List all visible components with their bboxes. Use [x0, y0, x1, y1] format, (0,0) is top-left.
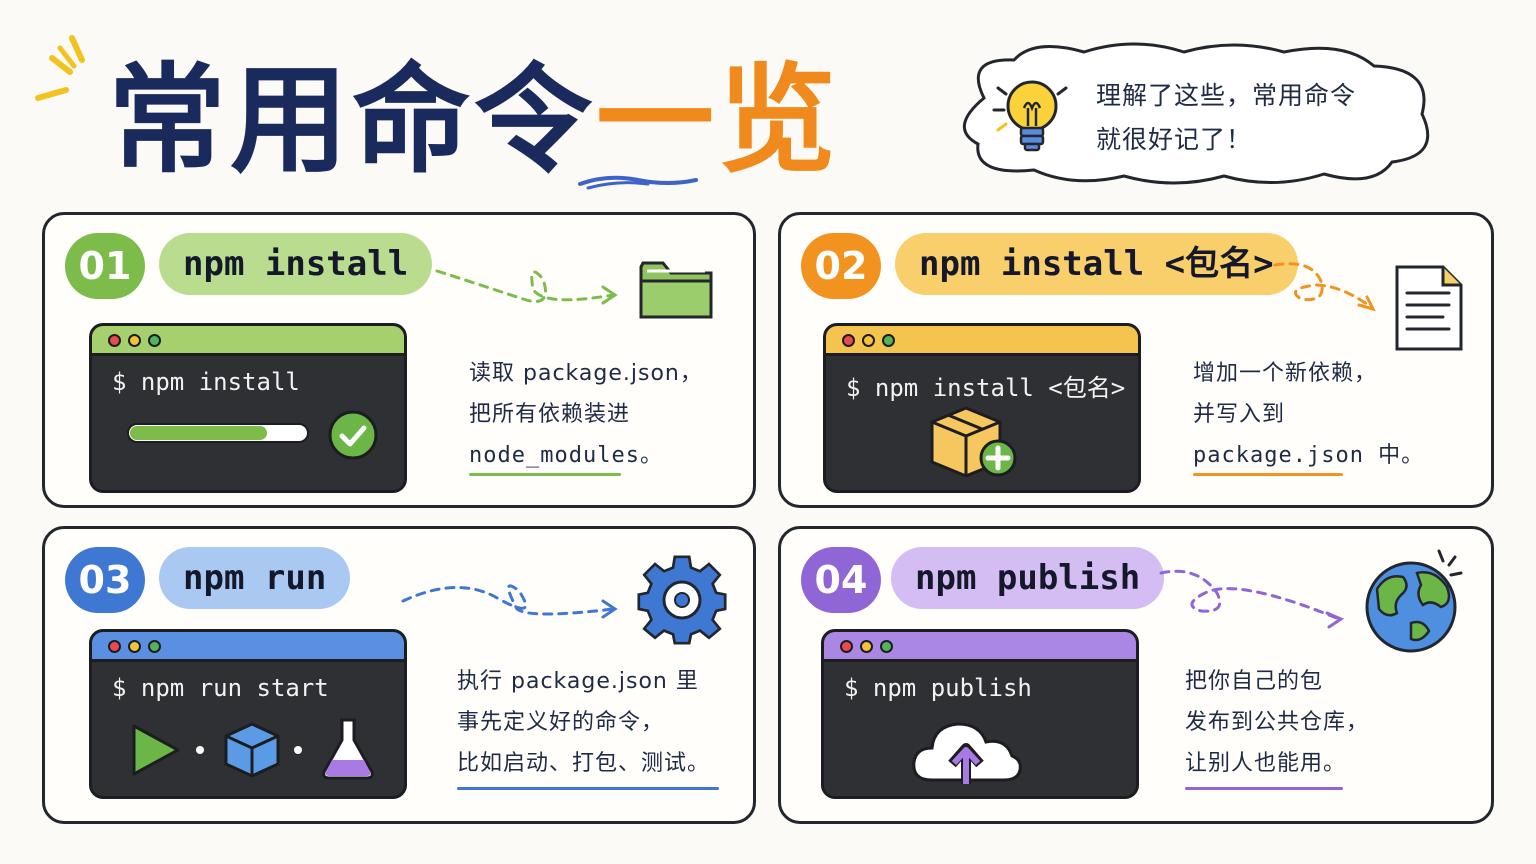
play-icon — [132, 724, 180, 776]
page-title: 常用命令一览 — [108, 51, 841, 189]
terminal-window: $ npm publish — [821, 629, 1139, 799]
maximize-dot — [148, 640, 161, 653]
lightbulb-icon — [992, 80, 1068, 152]
cloud-upload-icon — [912, 722, 1022, 784]
desc-underline — [1185, 787, 1343, 790]
maximize-dot — [880, 640, 893, 653]
close-dot — [108, 334, 121, 347]
step-number: 04 — [801, 547, 881, 613]
cube-icon — [224, 722, 280, 778]
dot-separator — [196, 746, 204, 754]
desc-underline — [1193, 473, 1343, 476]
command-description: 执行 package.json 里 事先定义好的命令， 比如启动、打包、测试。 — [457, 669, 711, 776]
folder-icon — [639, 261, 713, 319]
terminal-command: $ npm publish — [844, 674, 1032, 702]
minimize-dot — [860, 640, 873, 653]
terminal-command: $ npm install <包名> — [846, 374, 1126, 402]
terminal-window: $ npm install — [89, 323, 407, 493]
title-accent: 一览 — [596, 51, 841, 189]
maximize-dot — [882, 334, 895, 347]
step-number: 01 — [65, 233, 145, 299]
check-icon — [328, 410, 378, 460]
minimize-dot — [862, 334, 875, 347]
close-dot — [842, 334, 855, 347]
minimize-dot — [128, 334, 141, 347]
command-description: 增加一个新依赖， 并写入到 package.json 中。 — [1193, 361, 1425, 468]
terminal-window: $ npm run start — [89, 629, 407, 799]
command-card-npm-run: 03 npm run $ npm run start — [42, 526, 756, 824]
progress-bar — [127, 423, 309, 443]
dot-separator — [294, 746, 302, 754]
title-underline — [578, 175, 698, 190]
close-dot — [840, 640, 853, 653]
command-pill: npm install — [159, 233, 433, 295]
sparkle-icon — [35, 35, 85, 101]
tip-text: 理解了这些，常用命令 就很好记了！ — [1096, 81, 1357, 154]
desc-underline — [469, 473, 621, 476]
command-pill: npm run — [159, 547, 351, 609]
command-card-npm-install: 01 npm install $ npm install 读取 package.… — [42, 212, 756, 508]
package-add-icon — [930, 406, 1017, 478]
command-description: 读取 package.json， 把所有依赖装进 node_modules。 — [469, 361, 703, 468]
dashed-arrow — [435, 269, 618, 305]
globe-icon — [1365, 549, 1463, 653]
terminal-command: $ npm install — [112, 368, 300, 396]
tip-bubble: 理解了这些，常用命令 就很好记了！ — [944, 38, 1444, 188]
command-pill: npm publish — [891, 547, 1165, 609]
title-area: 常用命令一览 — [30, 30, 850, 200]
step-number: 02 — [801, 233, 881, 299]
command-pill: npm install <包名> — [895, 233, 1298, 295]
terminal-window: $ npm install <包名> — [823, 323, 1141, 493]
terminal-command: $ npm run start — [112, 674, 329, 702]
flask-icon — [322, 718, 374, 780]
command-description: 把你自己的包 发布到公共仓库， 让别人也能用。 — [1185, 669, 1370, 776]
maximize-dot — [148, 334, 161, 347]
command-card-npm-install-package: 02 npm install <包名> $ npm install <包名> 增… — [778, 212, 1494, 508]
dashed-arrow — [401, 584, 618, 619]
command-card-npm-publish: 04 npm publish $ npm publish 把你自己的包 发布到公… — [778, 526, 1494, 824]
gear-icon — [637, 555, 727, 645]
close-dot — [108, 640, 121, 653]
step-number: 03 — [65, 547, 145, 613]
dashed-arrow — [1159, 569, 1345, 629]
desc-underline — [457, 787, 719, 790]
document-icon — [1395, 265, 1463, 351]
minimize-dot — [128, 640, 141, 653]
dashed-arrow — [1273, 262, 1376, 312]
